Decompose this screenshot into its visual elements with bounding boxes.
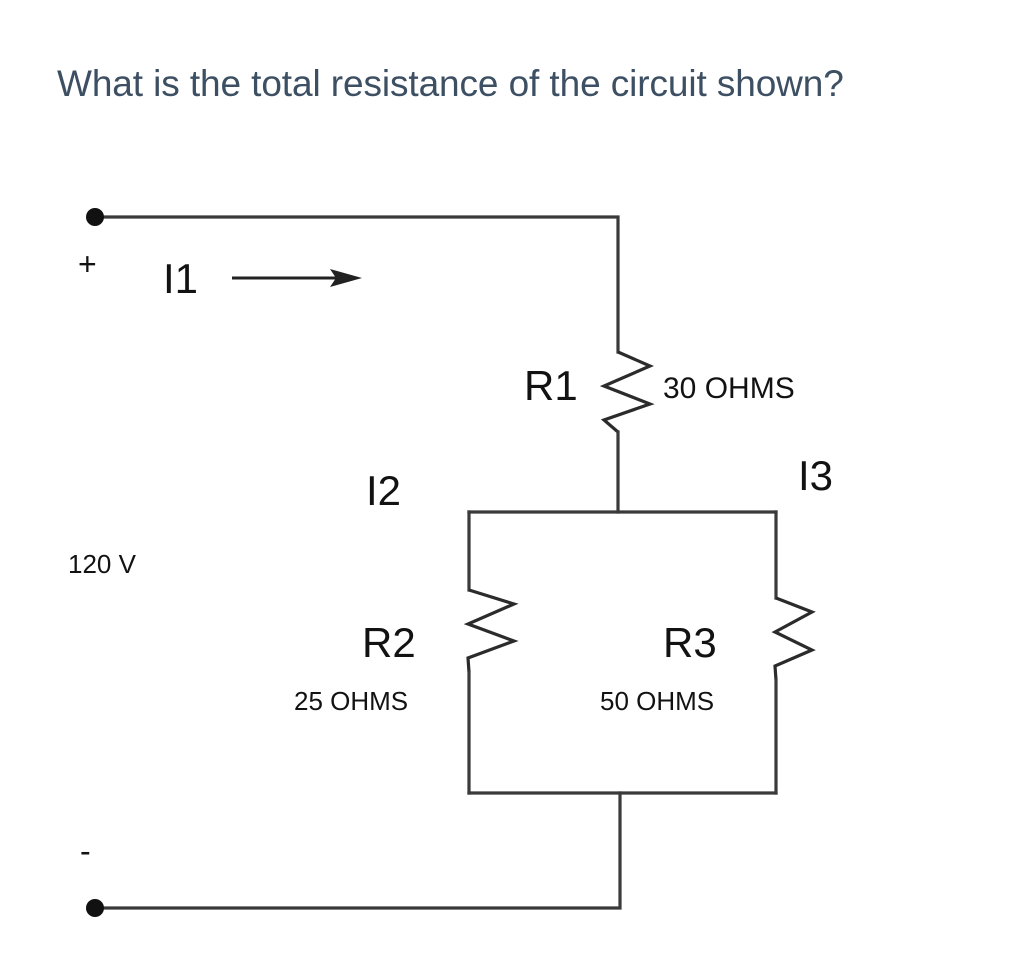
resistor-label-r2: R2 (362, 619, 416, 666)
resistor-symbol-r3 (771, 596, 816, 681)
source-voltage-label: 120 V (68, 549, 137, 579)
resistor-value-r3: 50 OHMS (600, 686, 714, 716)
negative-terminal-node (86, 899, 104, 917)
positive-terminal-node (86, 208, 104, 226)
resistor-label-r3: R3 (663, 619, 717, 666)
resistor-value-r2: 25 OHMS (294, 686, 408, 716)
wire-bottom-return (93, 791, 622, 910)
wire-top-supply (93, 215, 620, 354)
positive-sign-label: + (78, 246, 97, 282)
current-label-i1: I1 (163, 255, 198, 302)
negative-sign-label: - (80, 833, 91, 869)
resistor-value-r1: 30 OHMS (663, 372, 795, 405)
current-arrow-i1 (232, 269, 362, 287)
current-label-i3: I3 (798, 452, 833, 499)
page-title: What is the total resistance of the circ… (57, 63, 844, 104)
resistor-symbol-r2 (463, 588, 519, 673)
resistor-symbol-r1 (599, 350, 655, 434)
current-label-i2: I2 (366, 467, 401, 514)
resistor-label-r1: R1 (524, 362, 578, 409)
